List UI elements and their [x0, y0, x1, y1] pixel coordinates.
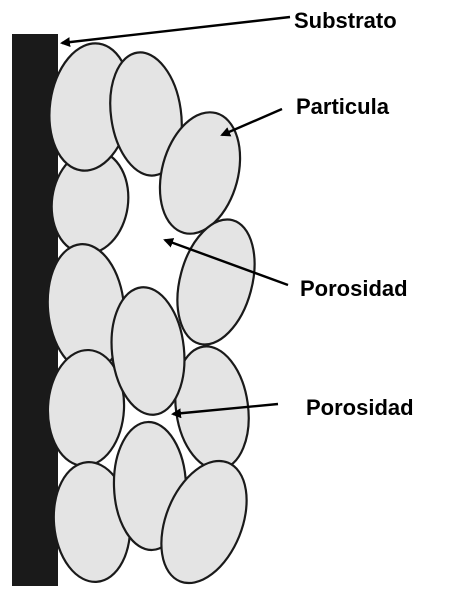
particle-label: Particula [296, 94, 390, 119]
substrate-arrow [62, 17, 290, 43]
particle-arrow [222, 109, 282, 135]
porosity-label-1: Porosidad [300, 276, 408, 301]
particle-stack [41, 38, 267, 595]
substrate-label: Substrato [294, 8, 397, 33]
porosity-label-2: Porosidad [306, 395, 414, 420]
